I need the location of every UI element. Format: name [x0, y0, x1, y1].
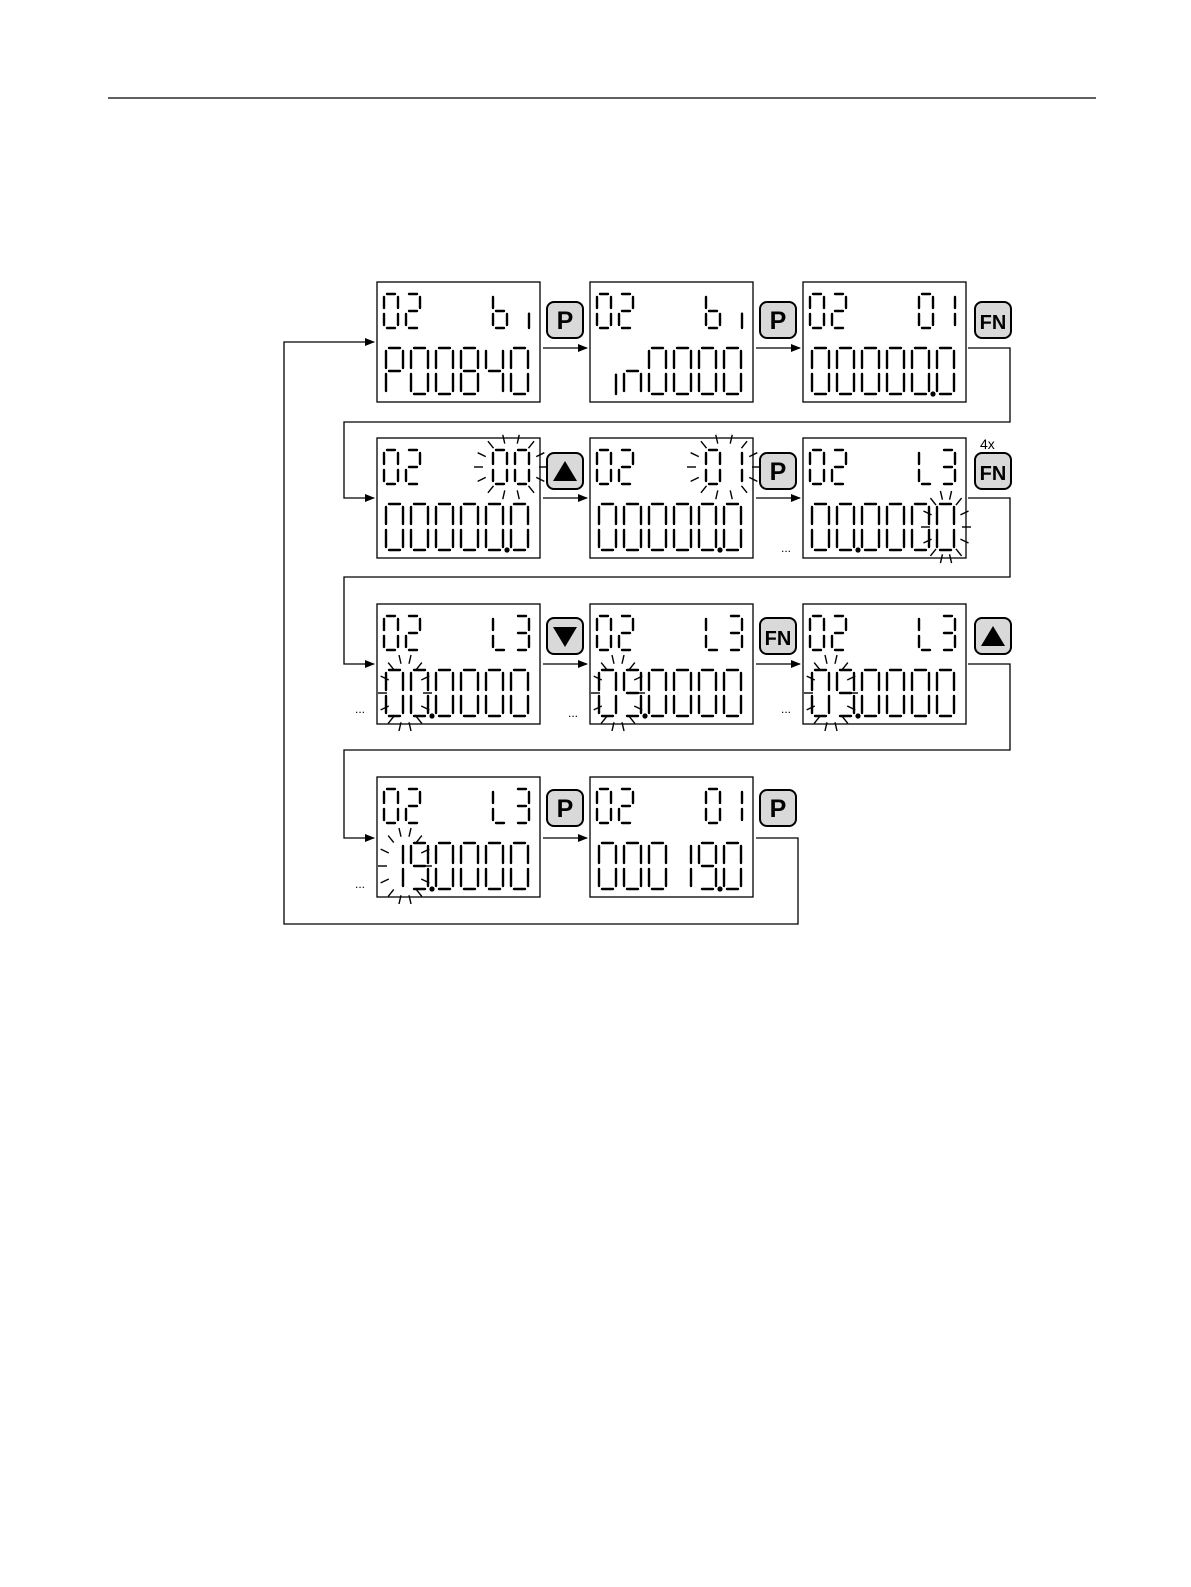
- lcd-frame: [590, 604, 753, 724]
- p-key-3: P: [760, 453, 796, 489]
- decimal-point: [642, 713, 647, 718]
- decimal-point: [717, 547, 722, 552]
- p-key-4: P: [547, 790, 583, 826]
- decimal-point: [855, 547, 860, 552]
- decimal-point: [930, 391, 935, 396]
- ellipsis-2: ...: [355, 702, 365, 716]
- lcd-frame: [377, 282, 540, 402]
- fn-key-label: FN: [980, 463, 1007, 485]
- lcd-frame: [803, 604, 966, 724]
- lcd-frame: [803, 282, 966, 402]
- ellipsis-5: ...: [355, 877, 365, 891]
- p-key-label: P: [557, 307, 574, 335]
- lcd-screen-4: [377, 435, 548, 558]
- decimal-point: [855, 713, 860, 718]
- ellipsis-1: ...: [781, 541, 791, 555]
- up-key-2: [975, 618, 1011, 654]
- p-key-2: P: [760, 302, 796, 338]
- lcd-frame: [590, 438, 753, 558]
- p-key-1: P: [547, 302, 583, 338]
- lcd-frame: [377, 604, 540, 724]
- decimal-point: [429, 713, 434, 718]
- lcd-frame: [590, 282, 753, 402]
- decimal-point: [429, 886, 434, 891]
- repeat-count-label: 4x: [980, 436, 995, 452]
- p-key-5: P: [760, 790, 796, 826]
- lcd-screen-5: [590, 435, 761, 558]
- down-key-1: [547, 618, 583, 654]
- ellipsis-3: ...: [568, 706, 578, 720]
- lcd-screens: [377, 282, 971, 904]
- lcd-screen-6: [803, 438, 971, 563]
- decimal-point: [717, 886, 722, 891]
- fn-key-label: FN: [980, 312, 1007, 334]
- fn-key-3: FN: [760, 618, 796, 654]
- lcd-screen-8: [590, 604, 753, 731]
- ellipsis-4: ...: [781, 702, 791, 716]
- lcd-frame: [377, 777, 540, 897]
- p-key-label: P: [770, 307, 787, 335]
- lcd-screen-10: [377, 777, 540, 904]
- lcd-frame: [590, 777, 753, 897]
- lcd-screen-2: [590, 282, 753, 402]
- up-key-1: [547, 453, 583, 489]
- fn-key-1: FN: [975, 302, 1011, 338]
- lcd-screen-1: [377, 282, 540, 402]
- p-key-label: P: [770, 458, 787, 486]
- p-key-label: P: [770, 795, 787, 823]
- lcd-screen-7: [377, 604, 540, 731]
- p-key-label: P: [557, 795, 574, 823]
- decimal-point: [504, 547, 509, 552]
- lcd-screen-9: [803, 604, 966, 731]
- fn-key-label: FN: [765, 628, 792, 650]
- lcd-screen-3: [803, 282, 966, 402]
- lcd-screen-11: [590, 777, 753, 897]
- fn-key-2: FN: [975, 453, 1011, 489]
